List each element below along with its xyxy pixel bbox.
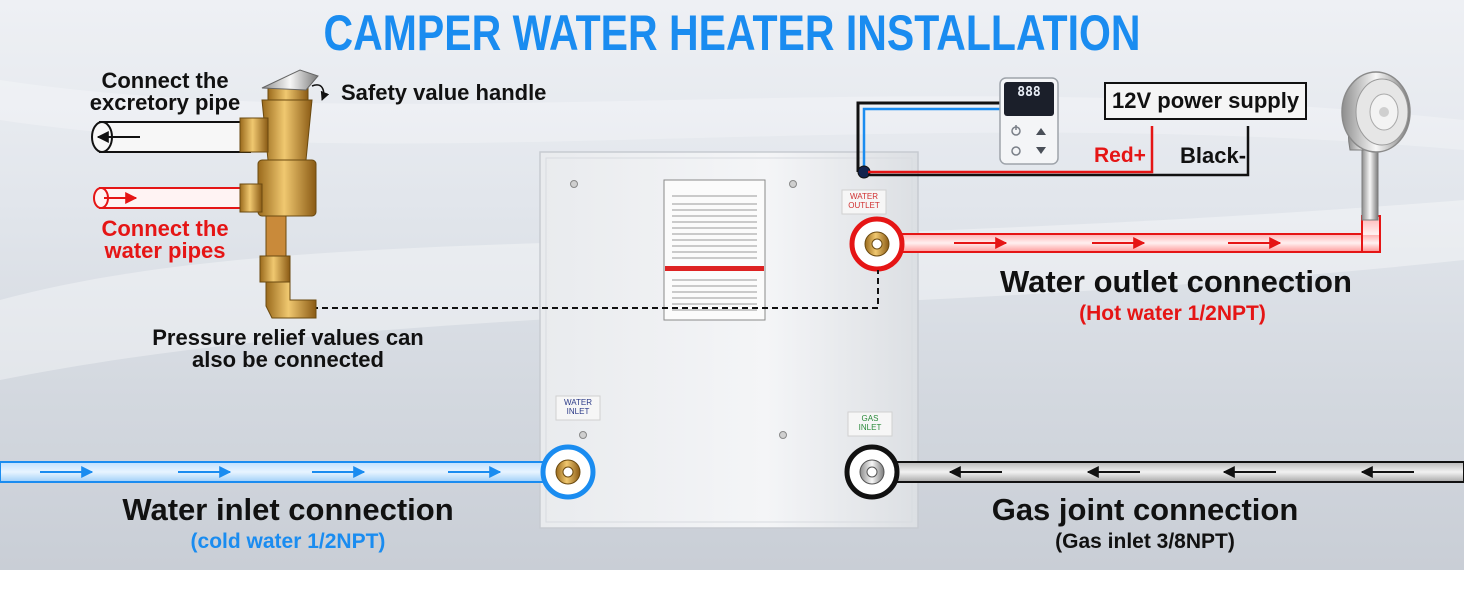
water-pipes-label: Connect the water pipes xyxy=(80,218,250,262)
pressure-relief-label-line2: also be connected xyxy=(192,347,384,372)
water-outlet-title: Water outlet connection xyxy=(1000,264,1352,299)
water-inlet-pipe xyxy=(0,461,561,483)
water-outlet-subtitle: (Hot water 1/2NPT) xyxy=(1079,302,1266,325)
water-inlet-port xyxy=(540,444,596,500)
water-inlet-tag: WATER INLET xyxy=(556,398,600,417)
bottom-white-strip xyxy=(0,570,1464,600)
gas-inlet-pipe xyxy=(889,461,1464,483)
controller-panel xyxy=(999,77,1059,165)
gas-inlet-tag: GAS INLET xyxy=(848,414,892,433)
controller-display: 888 xyxy=(1017,85,1041,100)
water-outlet-pipe xyxy=(894,215,1381,253)
gas-inlet-tag-line2: INLET xyxy=(858,422,882,432)
diagram-artwork xyxy=(0,69,1464,529)
water-outlet-port xyxy=(849,216,905,272)
excretory-pipe-label: Connect the excretory pipe xyxy=(80,70,250,114)
diagram-stage: CAMPER WATER HEATER INSTALLATION Connect… xyxy=(0,0,1464,570)
water-pipes-label-line2: water pipes xyxy=(104,238,226,263)
gas-inlet-port xyxy=(844,444,900,500)
black-minus-label: Black- xyxy=(1180,143,1247,168)
power-supply-box: 12V power supply xyxy=(1104,82,1308,120)
shower-head-icon xyxy=(1341,71,1411,221)
water-outlet-tag: WATER OUTLET xyxy=(842,192,886,211)
controller-wiring xyxy=(856,101,1250,179)
red-plus-label: Red+ xyxy=(1094,144,1146,167)
page-title: CAMPER WATER HEATER INSTALLATION xyxy=(323,5,1141,61)
gas-joint-title: Gas joint connection xyxy=(991,492,1299,527)
excretory-pipe-label-line1: Connect the xyxy=(101,68,229,93)
gas-joint-subtitle: (Gas inlet 3/8NPT) xyxy=(1055,530,1235,553)
pressure-relief-valve xyxy=(91,69,330,319)
pressure-relief-label-line1: Pressure relief values can xyxy=(152,325,424,350)
pressure-relief-label: Pressure relief values can also be conne… xyxy=(150,327,426,371)
water-outlet-tag-line1: WATER xyxy=(850,192,878,201)
water-inlet-title: Water inlet connection xyxy=(122,492,454,527)
excretory-pipe-label-line2: excretory pipe xyxy=(89,90,241,115)
gas-inlet-tag-line1: GAS xyxy=(861,414,879,423)
pressure-relief-dashed-line xyxy=(312,270,879,309)
water-pipes-label-line1: Connect the xyxy=(101,216,229,241)
water-inlet-tag-line1: WATER xyxy=(564,398,592,407)
safety-handle-label: Safety value handle xyxy=(341,80,547,105)
water-outlet-tag-line2: OUTLET xyxy=(848,200,880,210)
water-inlet-subtitle: (cold water 1/2NPT) xyxy=(190,530,386,553)
water-inlet-tag-line2: INLET xyxy=(566,406,590,416)
